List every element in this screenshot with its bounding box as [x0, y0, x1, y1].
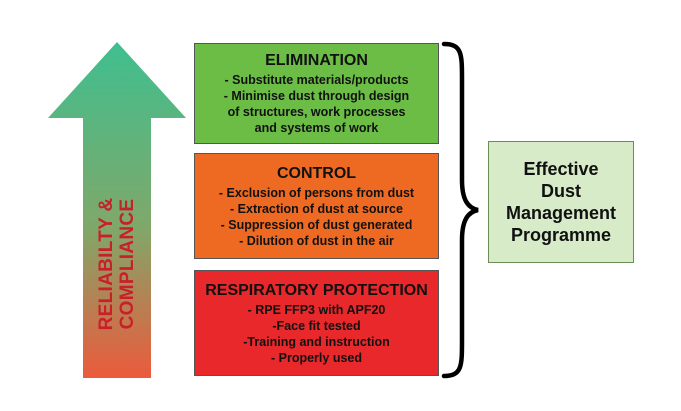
arrow-label-line1: RELIABILTY & [96, 197, 117, 331]
result-box: Effective Dust Management Programme [488, 141, 634, 263]
box-item: and systems of work [254, 121, 379, 135]
result-line: Management [505, 203, 617, 223]
box-item: - Minimise dust through design [223, 89, 410, 103]
box-title: CONTROL [276, 164, 357, 182]
reliability-arrow: RELIABILTY & COMPLIANCE [48, 42, 186, 378]
elimination-box: ELIMINATION - Substitute materials/produ… [194, 43, 439, 144]
box-item: -Face fit tested [272, 318, 361, 333]
up-arrow-icon [48, 42, 186, 378]
box-item: - Exclusion of persons from dust [218, 185, 415, 200]
box-item: -Training and instruction [243, 334, 390, 349]
arrow-label: RELIABILTY & COMPLIANCE [96, 144, 138, 384]
box-item: - Extraction of dust at source [230, 201, 403, 216]
respiratory-protection-box: RESPIRATORY PROTECTION - RPE FFP3 with A… [194, 270, 439, 376]
box-item: - Suppression of dust generated [220, 217, 413, 232]
box-item: of structures, work processes [227, 105, 406, 119]
box-item: - RPE FFP3 with APF20 [247, 302, 386, 317]
box-title: ELIMINATION [265, 52, 368, 69]
result-line: Effective [523, 159, 599, 179]
box-title: RESPIRATORY PROTECTION [205, 281, 428, 299]
curly-brace-icon [441, 41, 479, 379]
control-box: CONTROL - Exclusion of persons from dust… [194, 153, 439, 259]
result-line: Programme [510, 225, 612, 245]
arrow-label-line2: COMPLIANCE [117, 198, 138, 330]
result-line: Dust [541, 181, 581, 201]
box-item: - Substitute materials/products [224, 73, 409, 87]
box-item: - Properly used [271, 350, 362, 365]
box-item: - Dilution of dust in the air [239, 233, 394, 248]
